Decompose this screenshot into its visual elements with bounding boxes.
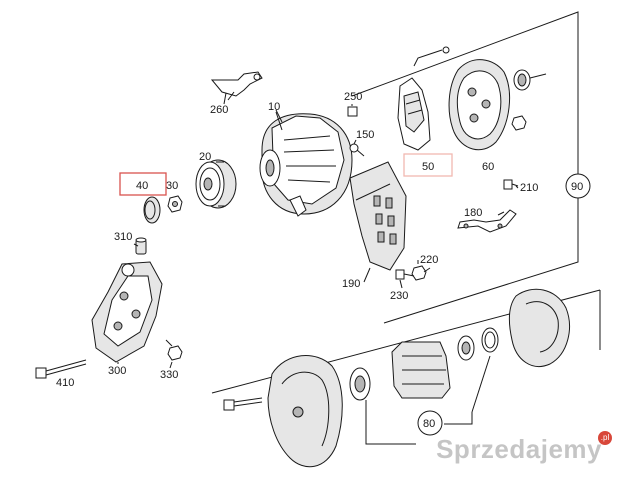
screw-lower[interactable] <box>223 397 263 411</box>
group-80-bracket <box>365 355 491 445</box>
ring-80c[interactable] <box>481 327 499 353</box>
label-300: 300 <box>108 365 126 377</box>
watermark-text: Sprzedajemy <box>436 434 602 464</box>
rotor[interactable] <box>391 341 451 399</box>
mounting-bracket-190[interactable] <box>349 161 407 271</box>
label-260: 260 <box>210 104 228 116</box>
label-190: 190 <box>342 278 360 290</box>
label-90: 90 <box>571 181 583 193</box>
label-30: 30 <box>166 180 178 192</box>
rectifier-50[interactable] <box>397 46 450 151</box>
callout-circle-90 <box>565 173 591 199</box>
label-150: 150 <box>356 129 374 141</box>
label-40: 40 <box>136 180 148 192</box>
carrier-bracket-300[interactable] <box>91 261 163 363</box>
nut-250[interactable] <box>347 106 358 117</box>
bearing-60a[interactable] <box>513 69 547 91</box>
label-20: 20 <box>199 151 211 163</box>
clip-180[interactable] <box>457 209 517 233</box>
label-410: 410 <box>56 377 74 389</box>
callout-circle-80 <box>417 410 443 436</box>
highlight-box-40 <box>119 172 167 196</box>
watermark-badge: .pl <box>598 431 612 445</box>
drive-end-shield[interactable] <box>267 355 343 468</box>
bearing-80b[interactable] <box>457 335 475 361</box>
rear-cover-60[interactable] <box>448 59 510 151</box>
label-80: 80 <box>423 418 435 430</box>
label-10: 10 <box>268 101 280 113</box>
leader-lines <box>117 92 519 369</box>
nut-60b[interactable] <box>511 115 527 131</box>
bolt-210[interactable] <box>503 179 519 190</box>
bolt-230[interactable] <box>395 269 415 280</box>
label-330: 330 <box>160 369 178 381</box>
label-230: 230 <box>390 290 408 302</box>
pulley-20[interactable] <box>195 159 237 209</box>
label-310: 310 <box>114 231 132 243</box>
bolt-330[interactable] <box>165 339 183 361</box>
label-250: 250 <box>344 91 362 103</box>
stator-cover[interactable] <box>508 288 570 367</box>
label-60: 60 <box>482 161 494 173</box>
cap-40[interactable] <box>143 196 161 224</box>
label-210: 210 <box>520 182 538 194</box>
label-220: 220 <box>420 254 438 266</box>
label-50: 50 <box>422 161 434 173</box>
long-bolt-410[interactable] <box>35 359 87 379</box>
bushing-310[interactable] <box>135 237 147 255</box>
alternator-housing-10[interactable] <box>259 111 353 217</box>
bracket-clip-260[interactable] <box>210 71 263 101</box>
label-180: 180 <box>464 207 482 219</box>
bearing-80a[interactable] <box>349 367 371 401</box>
highlight-box-50 <box>403 153 453 177</box>
bolt-220[interactable] <box>411 265 431 281</box>
nut-30[interactable] <box>167 195 183 213</box>
